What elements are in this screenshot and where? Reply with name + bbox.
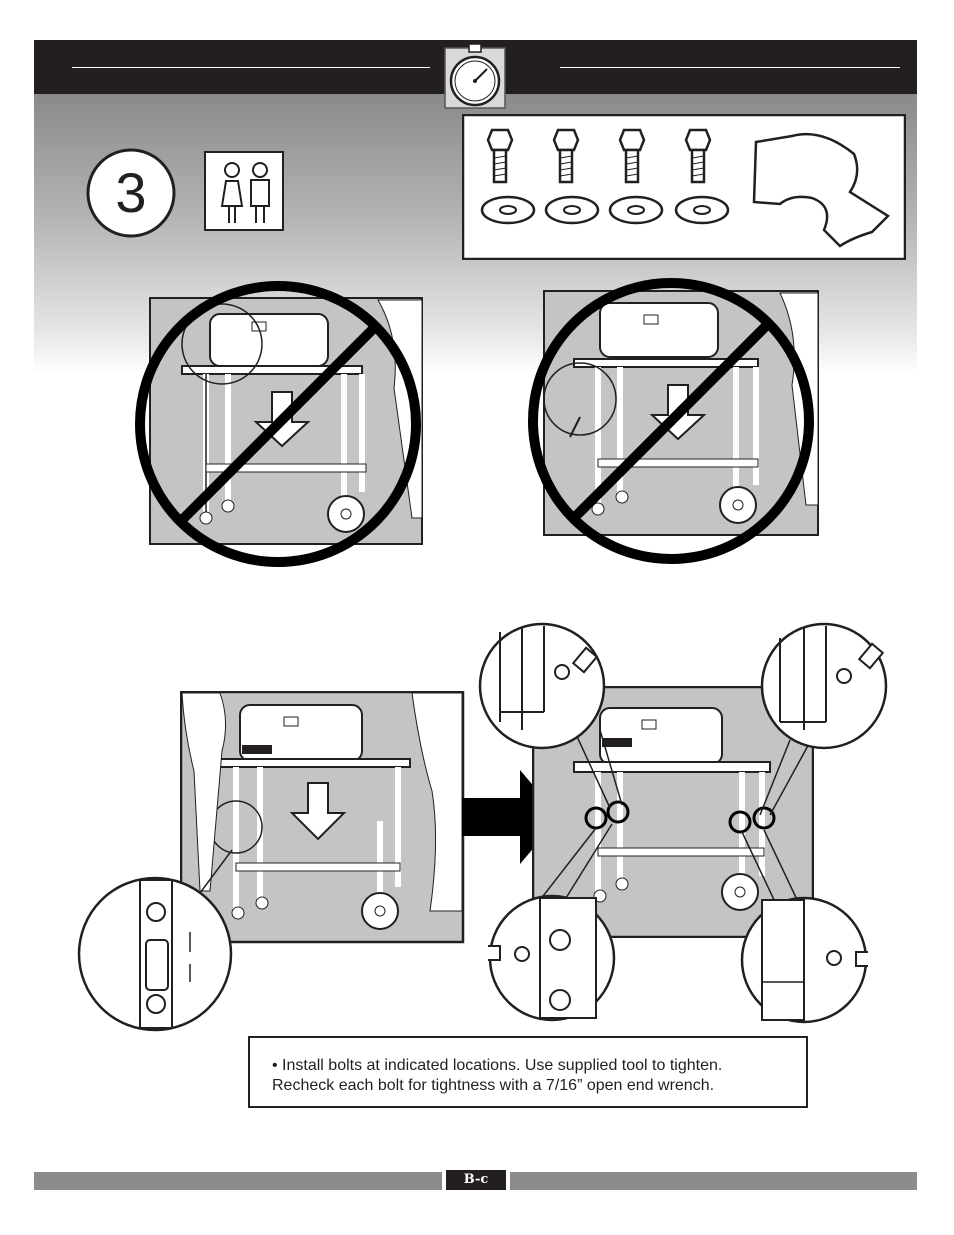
step-number-badge: 3 bbox=[86, 148, 176, 238]
step-number: 3 bbox=[115, 161, 146, 224]
hex-bolt-icon bbox=[684, 128, 712, 184]
hex-bolt-icon bbox=[618, 128, 646, 184]
prohibition-icon bbox=[528, 278, 814, 564]
footer-bar-right bbox=[510, 1172, 917, 1190]
hex-bolt-icon bbox=[488, 945, 501, 961]
detail-circle-top-left bbox=[478, 622, 606, 750]
two-person-icon bbox=[204, 151, 284, 231]
footer-bar-left bbox=[34, 1172, 442, 1190]
detail-circle-bottom-right bbox=[740, 896, 868, 1024]
page-label: B-c bbox=[446, 1170, 506, 1190]
instruction-note: • Install bolts at indicated locations. … bbox=[248, 1036, 808, 1108]
hex-bolt-icon bbox=[855, 951, 868, 967]
detail-circle-top-right bbox=[760, 622, 888, 750]
hex-bolt-icon bbox=[857, 642, 885, 670]
wrench-tool-icon bbox=[752, 132, 890, 248]
parts-box bbox=[462, 114, 906, 260]
prohibited-panel-2 bbox=[528, 278, 819, 564]
stopwatch-icon bbox=[444, 44, 506, 109]
hex-bolt-icon bbox=[486, 128, 514, 184]
washer-icon bbox=[674, 195, 730, 225]
washer-icon bbox=[544, 195, 600, 225]
header-rule-right bbox=[560, 67, 900, 68]
assembly-panel bbox=[180, 691, 465, 944]
header-rule-left bbox=[72, 67, 430, 68]
washer-icon bbox=[480, 195, 536, 225]
prohibited-panel-1 bbox=[135, 281, 423, 567]
washer-icon bbox=[608, 195, 664, 225]
instruction-line-1: • Install bolts at indicated locations. … bbox=[272, 1057, 723, 1074]
detail-circle-bottom-left bbox=[488, 894, 616, 1022]
prohibition-icon bbox=[135, 281, 421, 567]
detail-circle-left bbox=[77, 876, 233, 1032]
hex-bolt-icon bbox=[571, 646, 599, 674]
instruction-line-2: Recheck each bolt for tightness with a 7… bbox=[272, 1077, 715, 1094]
hex-bolt-icon bbox=[552, 128, 580, 184]
